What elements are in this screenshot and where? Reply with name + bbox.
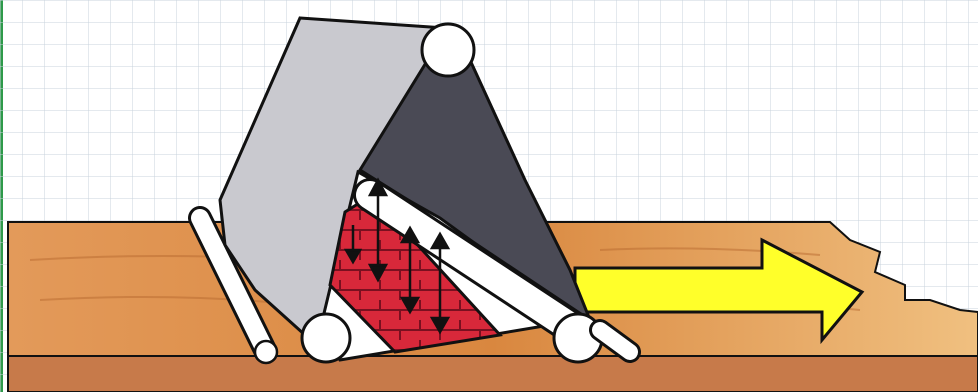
bottom-left-roller: [302, 314, 350, 362]
small-roller-left: [255, 341, 277, 363]
floor-strip: [8, 356, 978, 392]
top-roller: [422, 24, 474, 76]
